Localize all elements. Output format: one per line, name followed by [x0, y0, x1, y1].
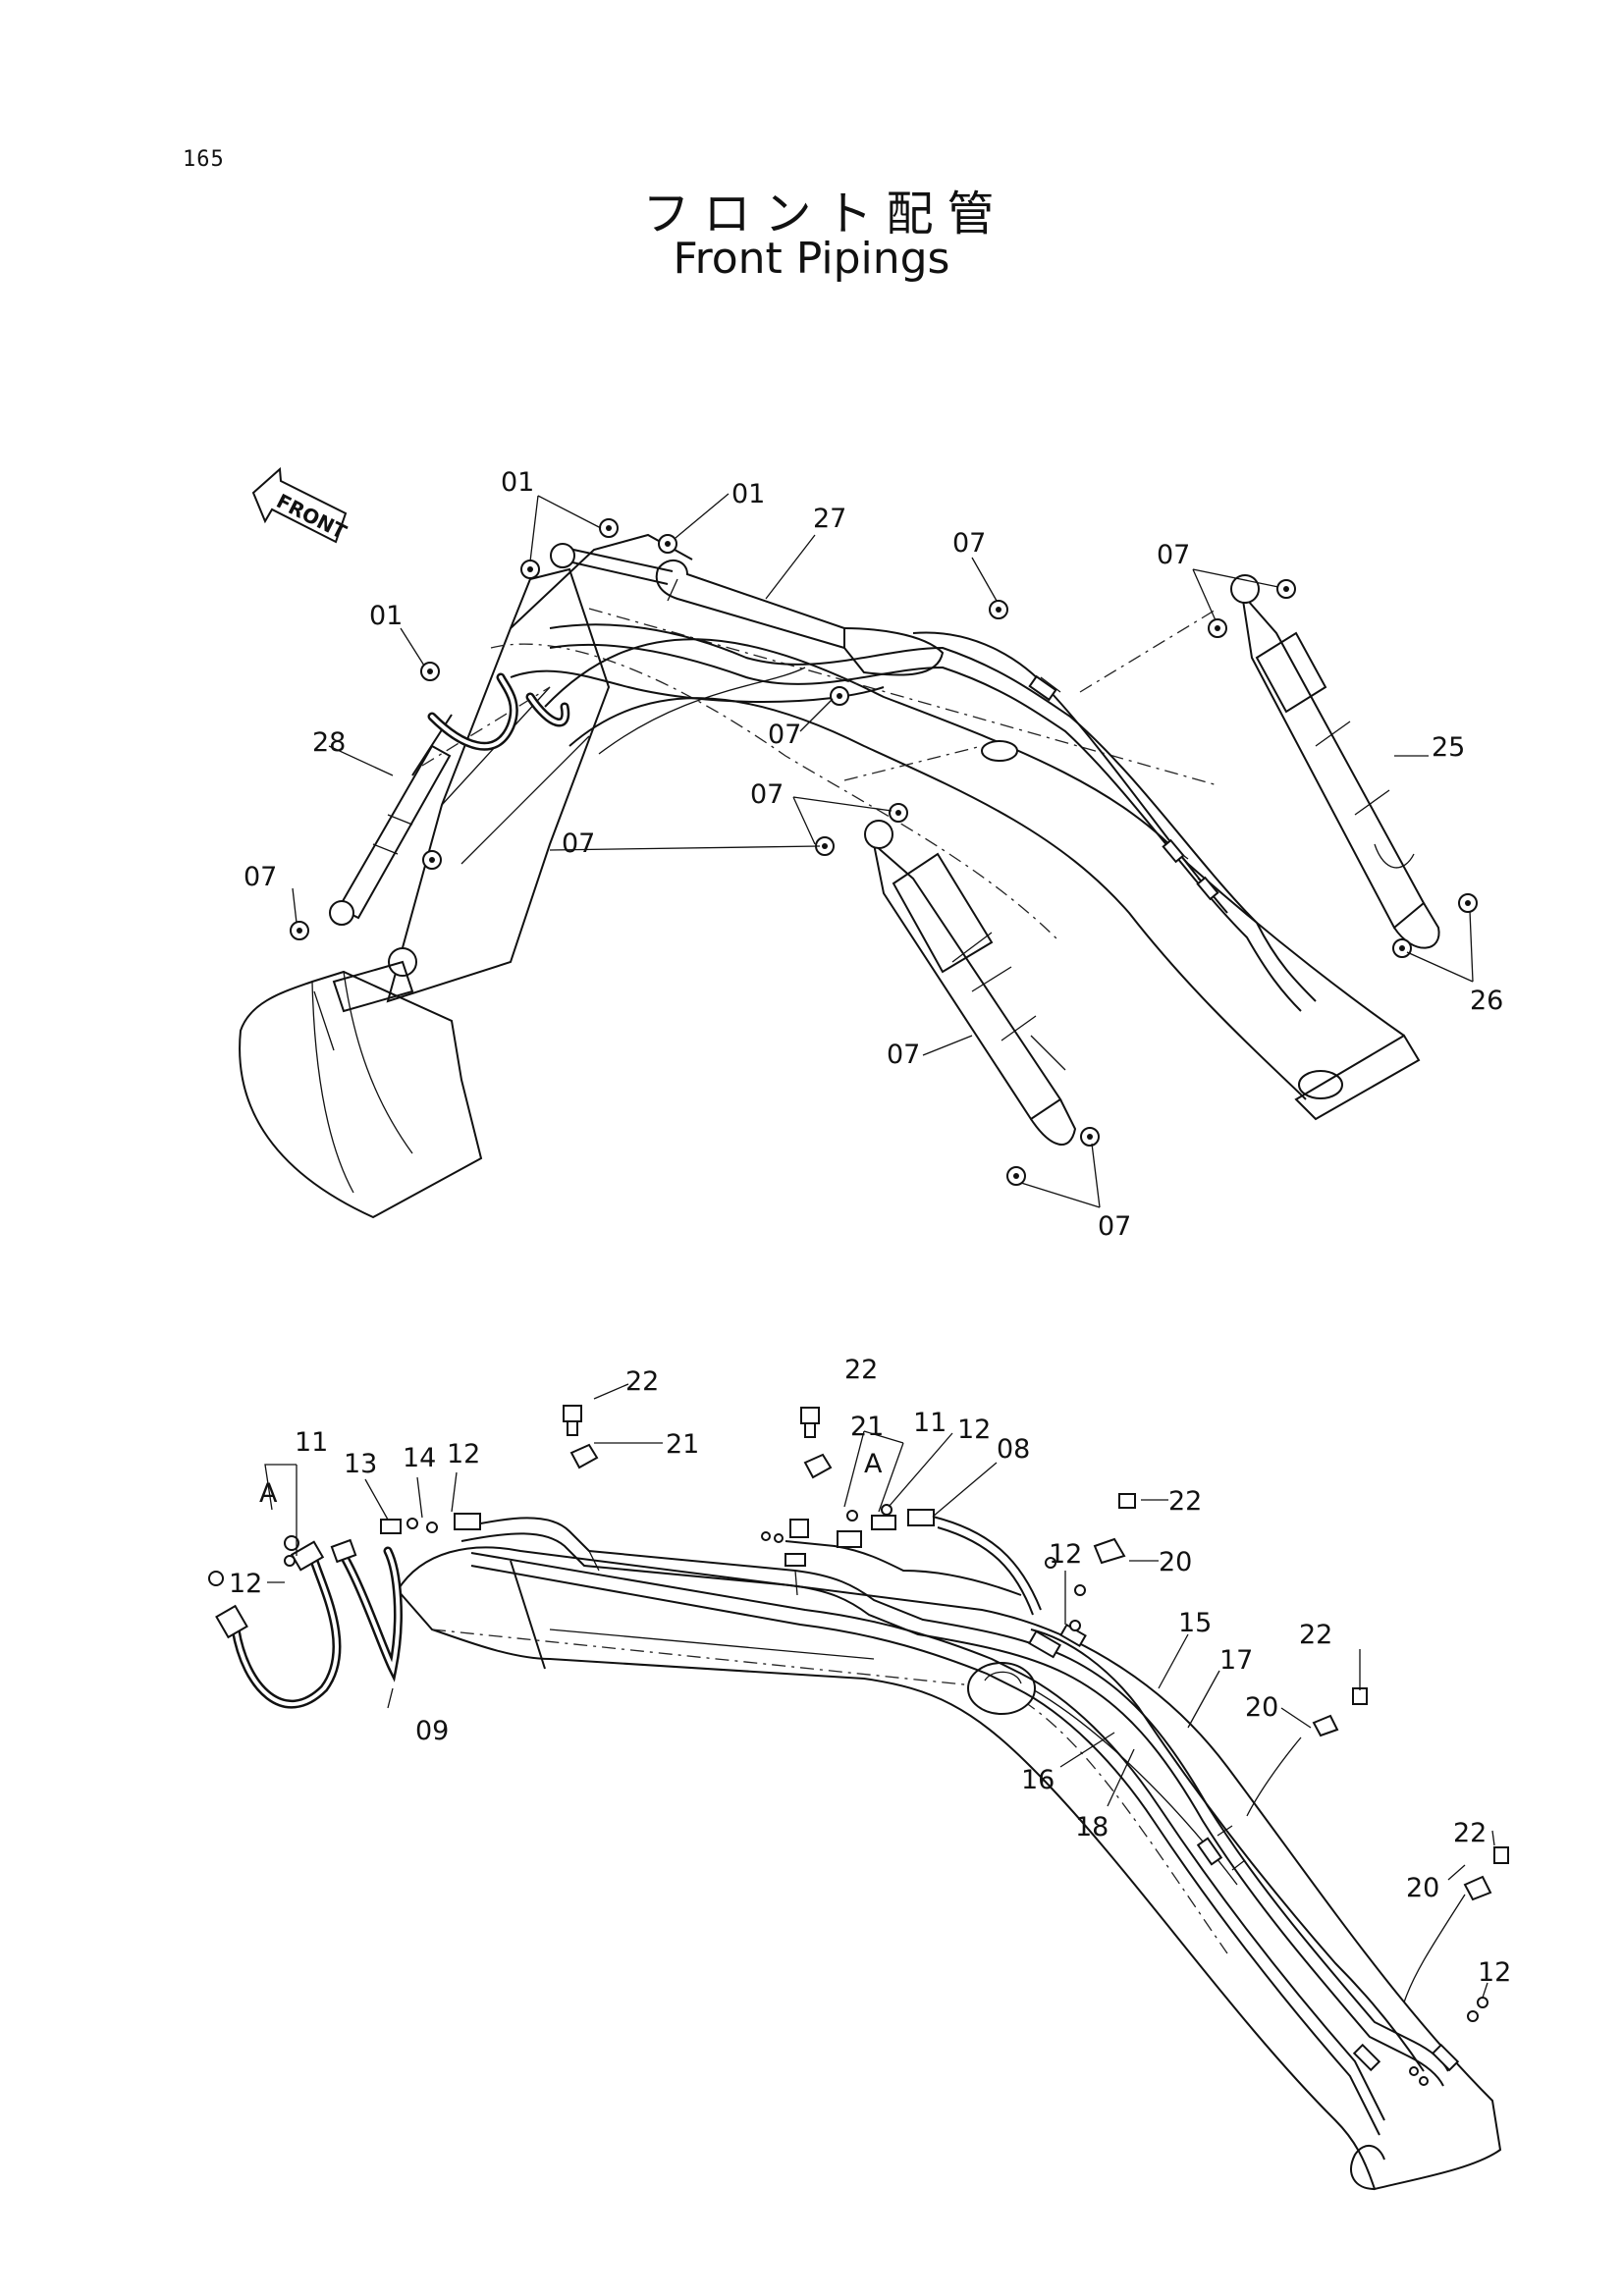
label-18: 18 [1075, 1812, 1109, 1842]
label-a: A [864, 1449, 883, 1479]
boom [421, 608, 1421, 1121]
label-15: 15 [1178, 1608, 1212, 1638]
bottom-assembly: 22 22 11 21 11 12 13 14 12 21 A 08 22 A … [208, 1355, 1511, 2191]
label-20: 20 [1245, 1692, 1278, 1723]
label-07: 07 [768, 720, 801, 750]
label-12: 12 [447, 1439, 480, 1469]
label-20: 20 [1406, 1873, 1439, 1903]
label-13: 13 [344, 1449, 377, 1479]
label-28: 28 [312, 727, 346, 758]
label-01: 01 [731, 479, 765, 509]
label-21: 21 [666, 1429, 699, 1460]
bucket [239, 970, 483, 1219]
label-12: 12 [1478, 1957, 1511, 1988]
label-08: 08 [997, 1434, 1030, 1465]
label-07: 07 [750, 779, 784, 810]
label-17: 17 [1219, 1645, 1253, 1676]
label-07: 07 [1098, 1211, 1131, 1242]
lower-boom [396, 1546, 1502, 2191]
label-07: 07 [952, 528, 986, 559]
page-number: 165 [183, 147, 225, 172]
label-26: 07 [887, 1040, 920, 1070]
label-21: 21 [850, 1412, 884, 1442]
label-07: 07 [562, 828, 595, 859]
label-22: 22 [1168, 1486, 1202, 1517]
label-12: 12 [957, 1415, 991, 1445]
boom-cylinder-26 [864, 820, 1077, 1146]
front-arrow: FRONT [251, 466, 351, 544]
page-title-japanese: フロント配管 [642, 187, 1008, 241]
label-22: 22 [844, 1355, 878, 1385]
label-11: 11 [913, 1408, 947, 1438]
top-labels: 01 01 27 07 07 01 07 28 25 07 07 07 26 0… [243, 467, 1503, 1242]
label-01: 01 [369, 601, 403, 631]
top-washers [290, 518, 1478, 1186]
label-22: 22 [625, 1366, 659, 1397]
label-07: 07 [243, 862, 277, 892]
label-12: 12 [229, 1569, 262, 1599]
label-14: 14 [403, 1443, 436, 1473]
label-09: 09 [415, 1716, 449, 1746]
lower-hoses-09 [215, 1538, 403, 1709]
label-22: 22 [1453, 1818, 1487, 1848]
boom-cylinder-25 [1230, 574, 1440, 949]
page-title-english: Front Pipings [673, 234, 950, 284]
lower-pipes [460, 1517, 1460, 2136]
label-11: 11 [295, 1427, 328, 1458]
lower-leaders [264, 1383, 1495, 2003]
label-25: 25 [1432, 732, 1465, 763]
label-01: 01 [501, 467, 534, 498]
label-22: 22 [1299, 1620, 1332, 1650]
label-12: 12 [1049, 1539, 1082, 1570]
top-leaders [292, 493, 1474, 1208]
lower-labels: 22 22 11 21 11 12 13 14 12 21 A 08 22 A … [229, 1355, 1511, 1988]
bucket-cylinder-28 [329, 672, 570, 926]
arm-cylinder-27 [550, 543, 945, 676]
label-07: 26 [1470, 986, 1503, 1016]
label-16: 16 [1021, 1765, 1055, 1795]
top-pipes [510, 623, 1317, 1012]
label-07: 07 [1157, 540, 1190, 570]
label-27: 27 [813, 504, 846, 534]
label-a: A [259, 1478, 278, 1509]
top-assembly: FRONT [239, 466, 1503, 1242]
lower-fittings [208, 1405, 1509, 2086]
label-20: 20 [1159, 1547, 1192, 1577]
